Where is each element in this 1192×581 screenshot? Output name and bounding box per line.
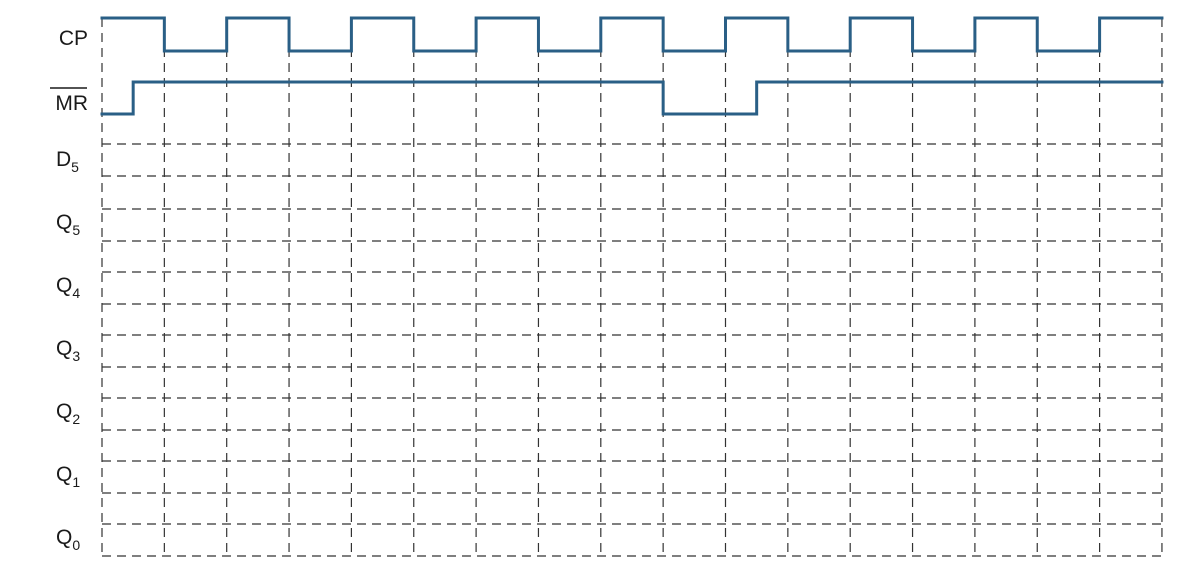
waveform-mr bbox=[100, 80, 1164, 116]
waveform-cp bbox=[100, 16, 1164, 53]
label-mr: MR bbox=[55, 92, 88, 115]
horizontal-grid bbox=[102, 143, 1162, 557]
waveforms bbox=[100, 16, 1164, 116]
label-cp: CP bbox=[59, 27, 88, 50]
vertical-grid bbox=[101, 18, 1163, 556]
label-q1: Q1 bbox=[56, 463, 80, 490]
label-q2: Q2 bbox=[56, 400, 80, 427]
signal-labels: CP MR D5 Q5 Q4 Q3 Q2 Q1 Q0 bbox=[50, 27, 88, 553]
label-q3: Q3 bbox=[56, 337, 80, 364]
label-q5: Q5 bbox=[56, 211, 80, 238]
label-q4: Q4 bbox=[56, 274, 80, 301]
label-d5: D5 bbox=[56, 148, 79, 175]
label-q0: Q0 bbox=[56, 526, 80, 553]
